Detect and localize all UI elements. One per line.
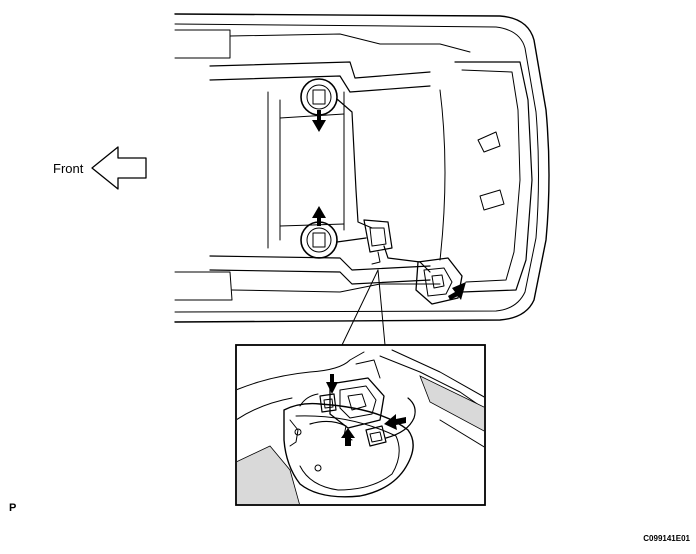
frame-rails [209, 61, 431, 285]
front-arrow-icon [91, 146, 147, 190]
upper-sensor-unit [300, 78, 338, 132]
detail-arrow-bottom [341, 428, 355, 446]
front-label: Front [53, 161, 84, 176]
detail-inset [235, 344, 486, 506]
page-marker: P [9, 502, 17, 514]
right-side-panel [439, 61, 533, 293]
detail-arrow-right [384, 414, 406, 430]
harness-connector [363, 219, 393, 265]
lower-sensor-unit [300, 206, 338, 259]
rear-actuator [415, 257, 466, 305]
vehicle-floor-outline [174, 13, 550, 323]
figure-code: C099141E01 [643, 534, 690, 543]
detail-arrow-top [326, 374, 338, 394]
detail-callout-lines [341, 269, 386, 346]
wire-harness [336, 98, 431, 273]
